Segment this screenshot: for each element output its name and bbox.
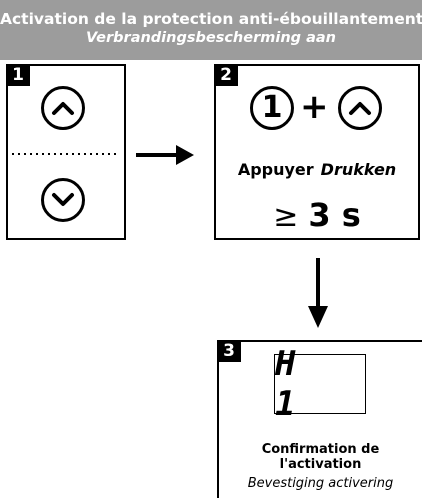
chevron-up-icon xyxy=(349,102,371,115)
dotted-divider xyxy=(12,153,120,155)
press-instruction: Appuyer Drukken xyxy=(216,160,418,179)
key-1-label: 1 xyxy=(261,90,283,125)
duration-value: 3 s xyxy=(308,196,361,234)
key-1-button[interactable]: 1 xyxy=(250,86,294,130)
chevron-down-icon xyxy=(52,193,74,206)
step3-number: 3 xyxy=(217,340,241,362)
confirm-fr: Confirmation de l'activation xyxy=(261,442,380,472)
step1-number: 1 xyxy=(6,64,30,86)
confirm-nl: Bevestiging activering xyxy=(247,476,394,491)
plus-sign: + xyxy=(300,87,329,127)
header-title-fr: Activation de la protection anti-ébouill… xyxy=(0,10,422,28)
display-text: H 1 xyxy=(275,344,308,424)
step2-number: 2 xyxy=(214,64,238,86)
duration-symbol: ≥ xyxy=(273,199,299,234)
chevron-up-icon xyxy=(52,102,74,115)
press-fr: Appuyer xyxy=(237,160,314,179)
press-nl: Drukken xyxy=(320,160,397,179)
step1-box: 1 xyxy=(6,64,126,240)
header-title-nl: Verbrandingsbescherming aan xyxy=(86,30,336,46)
up-button[interactable] xyxy=(41,86,85,130)
up-button-step2[interactable] xyxy=(338,86,382,130)
step2-box: 2 1 + Appuyer Drukken ≥3 s xyxy=(214,64,420,240)
step3-box: 3 H 1 Confirmation de l'activation Beves… xyxy=(217,340,422,498)
arrow-right-icon xyxy=(136,145,194,165)
confirmation-text: Confirmation de l'activation Bevestiging… xyxy=(219,442,422,491)
display-screen: H 1 xyxy=(274,344,366,424)
duration: ≥3 s xyxy=(216,196,418,234)
header-banner: Activation de la protection anti-ébouill… xyxy=(0,0,422,60)
down-button[interactable] xyxy=(41,178,85,222)
arrow-down-icon xyxy=(308,258,328,328)
